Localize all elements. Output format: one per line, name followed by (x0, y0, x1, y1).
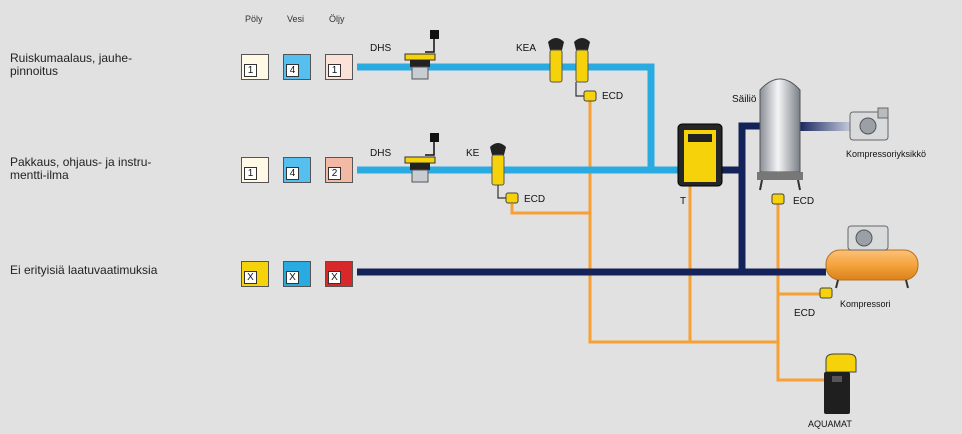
class-value: X (328, 271, 341, 284)
label-tank: Säiliö (732, 94, 757, 105)
dhs-valve-icon (404, 30, 439, 80)
class-value: 1 (328, 64, 341, 77)
class-box-oil: X (325, 261, 353, 287)
ecd-drain-icon (575, 82, 597, 102)
label-kea: KEA (516, 43, 537, 54)
dryer-icon (677, 123, 723, 187)
class-value: 2 (328, 167, 341, 180)
header-water: Vesi (287, 14, 305, 24)
class-value: X (286, 271, 299, 284)
label-ecd-compressor: ECD (794, 308, 816, 319)
label-ecd-tank: ECD (793, 196, 815, 207)
class-box-water: X (283, 261, 311, 287)
label-dhs-mid: DHS (370, 148, 392, 159)
header-dust: Pöly (245, 14, 263, 24)
class-value: 4 (286, 64, 299, 77)
compressor-icon (849, 107, 889, 141)
row-label-packaging: Pakkaus, ohjaus- ja instru- mentti-ilma (10, 155, 152, 182)
class-box-dust: 1 (241, 54, 269, 80)
class-value: 4 (286, 167, 299, 180)
aquamat-icon (824, 353, 857, 414)
row-label-no-requirements: Ei erityisiä laatuvaatimuksia (10, 263, 158, 277)
class-value: X (244, 271, 257, 284)
filter-icon (548, 38, 590, 83)
label-ecd-top: ECD (602, 91, 624, 102)
class-value: 1 (244, 64, 257, 77)
label-compressor-unit: Kompressoriyksikkö (846, 149, 927, 159)
label-dryer: T (680, 196, 687, 207)
ecd-drain-icon (771, 193, 785, 205)
label-ke: KE (466, 148, 480, 159)
label-compressor: Kompressori (840, 299, 891, 309)
class-value: 1 (244, 167, 257, 180)
class-box-water: 4 (283, 157, 311, 183)
class-box-water: 4 (283, 54, 311, 80)
compressor-unit-pipe (798, 122, 850, 131)
row-label-spray-painting: Ruiskumaalaus, jauhe- pinnoitus (10, 51, 133, 78)
header-oil: Öljy (329, 14, 345, 24)
label-dhs-top: DHS (370, 43, 392, 54)
condensate-lines (510, 100, 830, 382)
class-box-oil: 2 (325, 157, 353, 183)
dhs-valve-icon (404, 133, 439, 183)
label-aquamat: AQUAMAT (808, 419, 852, 429)
compressor-icon (825, 225, 919, 289)
clean-air-lines (357, 63, 682, 174)
tank-icon (757, 78, 803, 191)
untreated-air-lines (357, 122, 826, 276)
label-ecd-mid: ECD (524, 194, 546, 205)
class-box-dust: 1 (241, 157, 269, 183)
class-box-dust: X (241, 261, 269, 287)
class-box-oil: 1 (325, 54, 353, 80)
ecd-drain-icon (497, 185, 519, 204)
filter-icon (490, 143, 506, 186)
ecd-drain-icon (819, 287, 833, 299)
